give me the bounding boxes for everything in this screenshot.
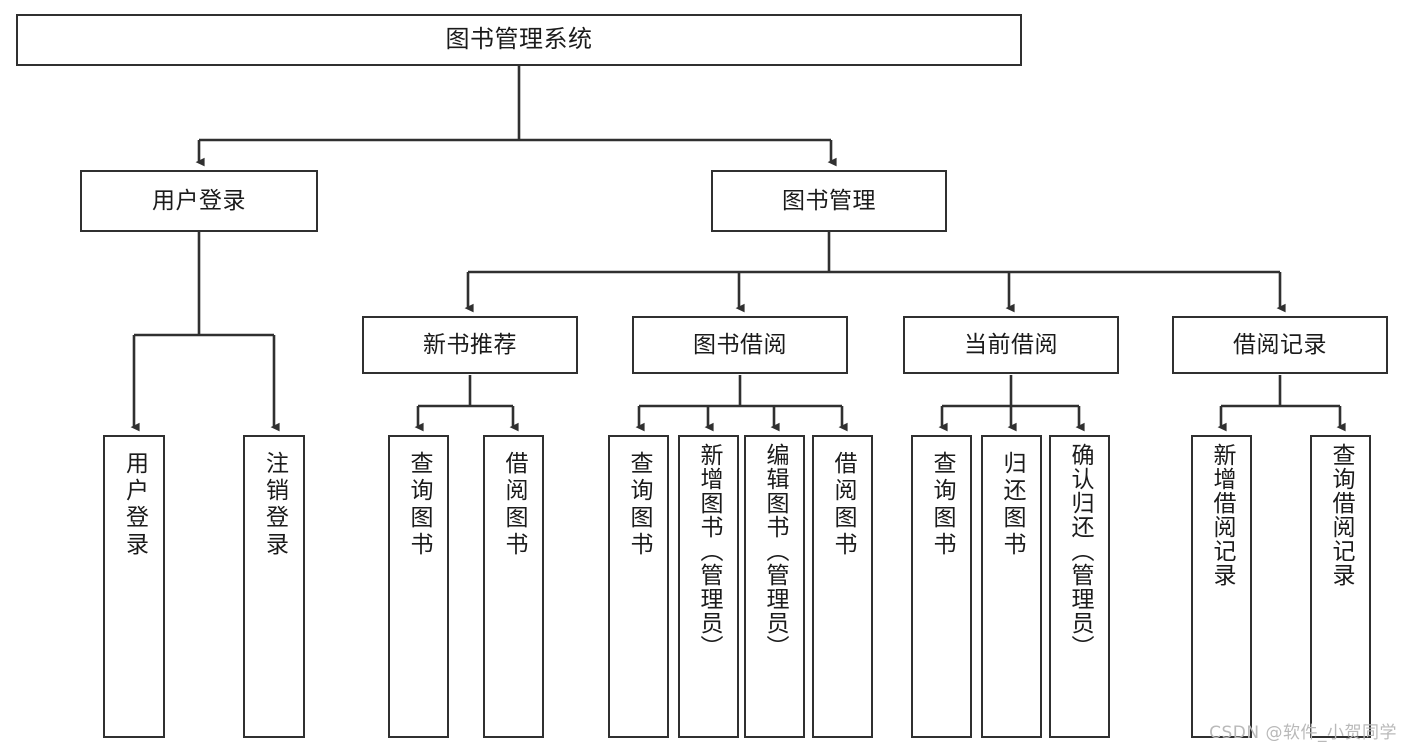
node-leaf-edit-book-admin[interactable]: 编辑图书（管理员） (744, 435, 805, 738)
node-label: 图书管理系统 (445, 25, 593, 54)
node-leaf-query-borrow-record[interactable]: 查询借阅记录 (1310, 435, 1371, 738)
node-book-borrow[interactable]: 图书借阅 (632, 316, 848, 374)
node-label: 确认归还（管理员） (1067, 443, 1093, 659)
node-leaf-query-book-recommend[interactable]: 查询图书 (388, 435, 449, 738)
node-label: 编辑图书（管理员） (762, 443, 788, 659)
node-label: 归还图书 (999, 451, 1025, 559)
node-label: 注销登录 (261, 451, 288, 559)
node-label: 新增借阅记录 (1209, 443, 1235, 587)
node-label: 新增图书（管理员） (696, 443, 722, 659)
node-label: 用户登录 (152, 187, 246, 214)
node-label: 图书借阅 (693, 331, 787, 358)
node-leaf-confirm-return-admin[interactable]: 确认归还（管理员） (1049, 435, 1110, 738)
node-label: 借阅图书 (501, 451, 527, 559)
node-book-management[interactable]: 图书管理 (711, 170, 947, 232)
node-new-book-recommend[interactable]: 新书推荐 (362, 316, 578, 374)
node-leaf-add-book-admin[interactable]: 新增图书（管理员） (678, 435, 739, 738)
node-leaf-query-book-current[interactable]: 查询图书 (911, 435, 972, 738)
node-root-book-management-system[interactable]: 图书管理系统 (16, 14, 1022, 66)
node-leaf-add-borrow-record[interactable]: 新增借阅记录 (1191, 435, 1252, 738)
node-label: 查询图书 (626, 451, 652, 559)
node-label: 查询图书 (406, 451, 432, 559)
node-label: 新书推荐 (423, 331, 517, 358)
node-current-borrow[interactable]: 当前借阅 (903, 316, 1119, 374)
node-label: 查询借阅记录 (1328, 443, 1354, 587)
node-label: 用户登录 (121, 451, 148, 559)
node-leaf-query-book-borrow[interactable]: 查询图书 (608, 435, 669, 738)
node-leaf-borrow-book-recommend[interactable]: 借阅图书 (483, 435, 544, 738)
node-leaf-return-book[interactable]: 归还图书 (981, 435, 1042, 738)
node-label: 查询图书 (929, 451, 955, 559)
node-borrow-record[interactable]: 借阅记录 (1172, 316, 1388, 374)
node-leaf-user-login[interactable]: 用户登录 (103, 435, 165, 738)
watermark: CSDN @软件_小贺同学 (1209, 723, 1397, 743)
node-label: 当前借阅 (964, 331, 1058, 358)
node-label: 图书管理 (782, 187, 876, 214)
node-label: 借阅图书 (830, 451, 856, 559)
node-leaf-logout[interactable]: 注销登录 (243, 435, 305, 738)
node-leaf-borrow-book[interactable]: 借阅图书 (812, 435, 873, 738)
node-user-login[interactable]: 用户登录 (80, 170, 318, 232)
node-label: 借阅记录 (1233, 331, 1327, 358)
